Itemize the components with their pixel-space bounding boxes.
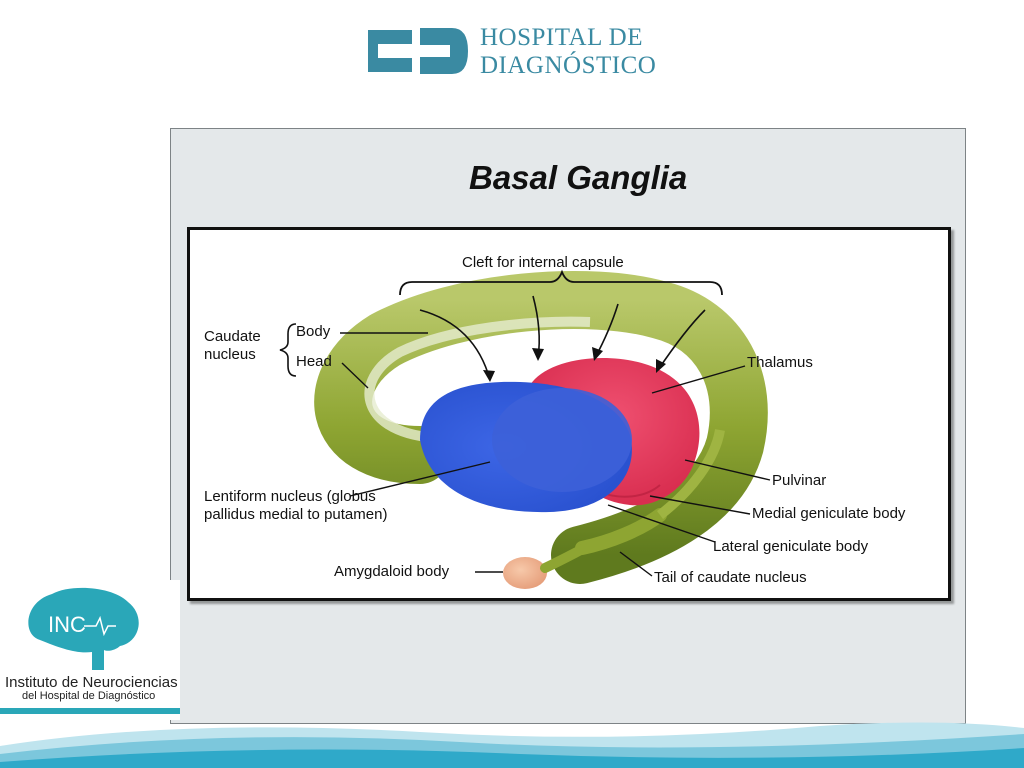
caudate-brace — [279, 323, 297, 377]
label-amygdaloid: Amygdaloid body — [334, 563, 450, 580]
inc-underline — [0, 708, 180, 714]
leader-lines — [340, 332, 771, 577]
bottom-wave-decoration — [0, 722, 1024, 768]
hospital-name-line1: HOSPITAL DE — [480, 24, 643, 51]
hospital-logo: HOSPITAL DE DIAGNÓSTICO — [368, 22, 656, 84]
label-thalamus: Thalamus — [747, 354, 813, 371]
inc-name-line2: del Hospital de Diagnóstico — [22, 690, 156, 702]
basal-ganglia-illustration — [279, 269, 771, 589]
amygdaloid-body-shape — [503, 557, 547, 589]
cleft-brace — [399, 269, 723, 296]
lentiform-nucleus-shape — [420, 381, 632, 513]
slide-panel: Basal Ganglia — [170, 128, 966, 724]
label-head: Head — [296, 353, 332, 370]
hospital-name-line2: DIAGNÓSTICO — [480, 52, 657, 79]
label-cleft: Cleft for internal capsule — [462, 254, 624, 271]
label-medial-geniculate: Medial geniculate body — [752, 505, 906, 522]
brain-icon: INC — [28, 587, 139, 670]
label-pulvinar: Pulvinar — [772, 472, 827, 489]
label-lentiform: Lentiform nucleus (globus pallidus media… — [204, 488, 388, 523]
caudate-nucleus-shape — [314, 271, 768, 584]
basal-ganglia-diagram: Cleft for internal capsule Caudate nucle… — [187, 227, 951, 601]
label-body: Body — [296, 323, 331, 340]
label-caudate-nucleus: Caudate nucleus — [204, 328, 261, 363]
label-tail-caudate: Tail of caudate nucleus — [654, 569, 807, 586]
hospital-cross-icon — [368, 28, 468, 74]
cleft-arrowheads — [483, 347, 666, 382]
label-lateral-geniculate: Lateral geniculate body — [713, 538, 869, 555]
inc-mark: INC — [48, 612, 86, 637]
slide-title: Basal Ganglia — [469, 159, 688, 196]
inc-logo: INC Instituto de Neurociencias del Hospi… — [0, 580, 180, 720]
inc-name-line1: Instituto de Neurociencias — [5, 674, 178, 691]
